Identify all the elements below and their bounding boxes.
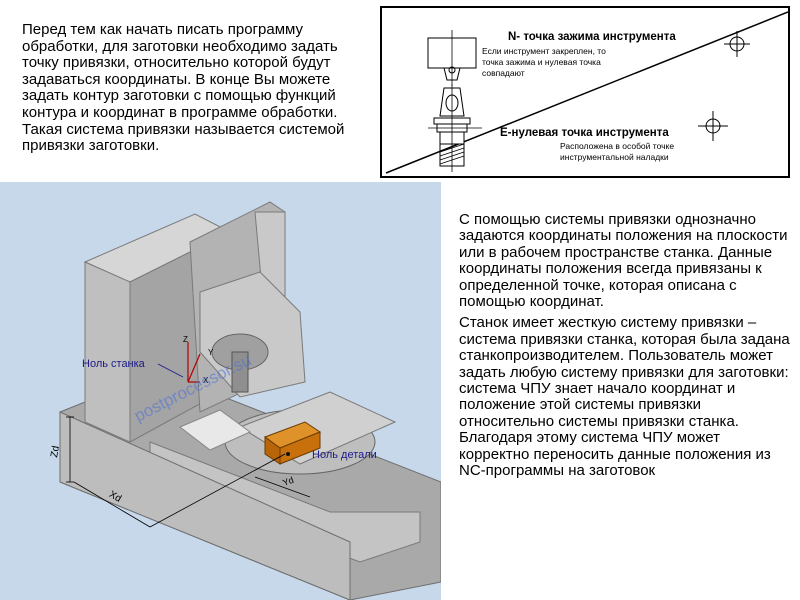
axis-z-label: Z	[183, 335, 188, 344]
dim-zd-label: Zd	[49, 445, 62, 458]
intro-paragraph: Перед тем как начать писать программу об…	[22, 21, 345, 155]
e-point-crosshair-icon	[698, 111, 728, 141]
dim-yd-label: Yd	[281, 475, 295, 488]
tool-holder-icon	[428, 84, 482, 172]
right-paragraph: С помощью системы привязки однозначно за…	[459, 211, 788, 311]
machine-bed-front	[59, 411, 351, 600]
n-point-crosshair-icon	[724, 31, 750, 57]
n-point-desc-line: точка зажима и нулевая точка	[482, 57, 601, 67]
machine-illustration: Z Y X Ноль станка Ноль детали Zd Xd Yd p…	[0, 182, 441, 600]
n-point-desc-line: совпадают	[482, 68, 525, 78]
diagonal-divider	[385, 11, 788, 174]
axis-x-label: X	[203, 376, 209, 385]
e-point-desc-line: Расположена в особой точке	[560, 141, 674, 151]
fixture	[179, 409, 251, 451]
right-text: С помощью системы привязки однозначно за…	[459, 211, 794, 485]
n-point-title: N- точка зажима инструмента	[508, 31, 676, 43]
machine-zero-axes	[187, 342, 201, 383]
dim-xd-label: Xd	[107, 489, 123, 505]
n-point-desc-line: Если инструмент закреплен, то	[482, 46, 606, 56]
axis-y-label: Y	[208, 348, 214, 357]
tool-zero-diagram-svg: N- точка зажима инструмента Если инструм…	[385, 11, 788, 174]
spindle-nose-icon	[427, 30, 477, 86]
dimension-lines	[66, 416, 311, 528]
machine-zero-label: Ноль станка	[82, 358, 146, 370]
column-front	[84, 261, 131, 443]
intro-text: Перед тем как начать писать программу об…	[22, 21, 372, 155]
tool-zero-diagram: N- точка зажима инструмента Если инструм…	[380, 6, 790, 178]
right-paragraph: Станок имеет жесткую систему привязки – …	[459, 314, 790, 480]
machine-zero-leader	[157, 363, 184, 378]
e-point-title: Е-нулевая точка инструмента	[500, 127, 669, 139]
workpiece	[263, 421, 322, 465]
spindle-tool	[231, 351, 249, 393]
part-zero-label: Ноль детали	[312, 449, 377, 461]
e-point-desc-line: инструментальной наладки	[560, 152, 669, 162]
machine-illustration-svg: Z Y X Ноль станка Ноль детали Zd Xd Yd p…	[49, 201, 441, 600]
